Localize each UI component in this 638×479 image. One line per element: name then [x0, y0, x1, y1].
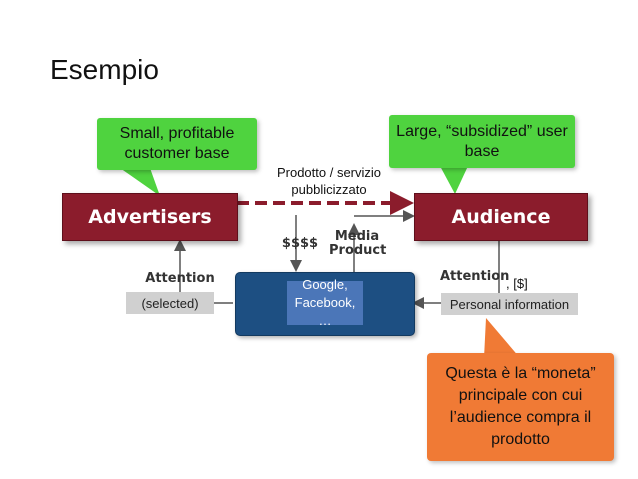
prodotto-label: Prodotto / servizio pubblicizzato	[276, 165, 382, 197]
callout-pointer-moneta	[484, 318, 520, 358]
callout-large-user-base: Large, “subsidized” user base	[389, 115, 575, 168]
advertisers-node: Advertisers	[62, 193, 238, 241]
platform-names: Google, Facebook, …	[287, 277, 363, 328]
audience-node: Audience	[414, 193, 588, 241]
slide-title: Esempio	[50, 54, 159, 85]
callout-pointer-large	[440, 166, 468, 194]
callout-small-customer-base: Small, profitable customer base	[97, 118, 257, 170]
dollar-label: , [$]	[506, 276, 528, 291]
platform-node: Google, Facebook, …	[235, 272, 415, 336]
callout-pointer-small	[120, 168, 160, 196]
media-product-label: Media Product	[329, 229, 387, 258]
callout-moneta: Questa è la “moneta” principale con cui …	[427, 353, 614, 461]
personal-information-tag: Personal information	[441, 293, 578, 315]
attention-right-label: Attention	[440, 269, 510, 284]
attention-left-label: Attention	[145, 271, 215, 286]
selected-tag: (selected)	[126, 292, 214, 314]
money-label: $$$$	[281, 236, 319, 251]
